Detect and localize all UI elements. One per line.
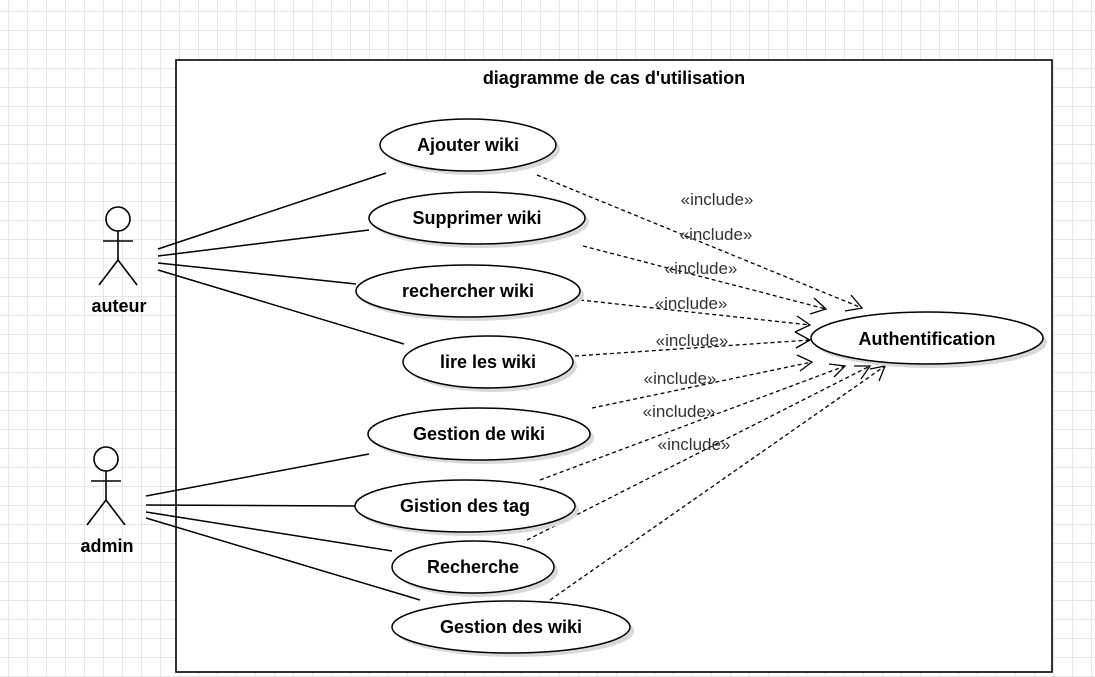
use-case-lire-les-wiki[interactable]: lire les wiki [402,335,577,392]
use-case-ellipse[interactable] [367,407,591,461]
use-case-ellipse[interactable] [391,600,631,654]
include-rechercher-wiki [579,299,811,326]
actor-head [105,206,131,232]
use-case-ellipse[interactable] [368,191,586,245]
actor-left-leg [98,259,119,286]
use-case-label: Authentification [859,329,996,349]
use-case-ellipse[interactable] [402,335,574,389]
use-case-gistion-des-tag[interactable]: Gistion des tag [354,479,579,536]
include-arrowhead [796,354,814,372]
include-gestion-de-wiki [591,361,813,409]
include-label: «include» [656,331,729,350]
include-arrowhead [794,331,812,349]
association-admin-gestion-de-wiki [145,453,370,497]
include-label: «include» [681,190,754,209]
use-case-label: rechercher wiki [402,281,534,301]
actor-label: admin [80,536,133,556]
actor-auteur[interactable]: auteur [91,206,147,316]
include-arrowhead [794,315,812,333]
actor-right-leg [117,259,138,286]
include-gistion-des-tag [539,365,846,481]
include-label: «include» [655,294,728,313]
association-admin-gestion-des-wiki [145,517,421,601]
include-gestion-des-wiki [549,365,886,601]
association-admin-gistion-des-tag [145,504,357,507]
use-case-label: lire les wiki [440,352,536,372]
actor-head [93,446,119,472]
use-case-label: Supprimer wiki [412,208,541,228]
include-labels: «include» «include» «include» «include» … [643,190,754,454]
use-case-label: Gestion des wiki [440,617,582,637]
include-arrowhead [828,363,847,378]
include-label: «include» [658,435,731,454]
actor-left-leg [86,499,107,526]
association-auteur-lire-les-wiki [157,269,405,345]
use-case-rechercher-wiki[interactable]: rechercher wiki [355,264,584,321]
use-case-ajouter-wiki[interactable]: Ajouter wiki [379,118,560,175]
use-case-label: Ajouter wiki [417,135,519,155]
include-label: «include» [644,369,717,388]
use-case-gestion-des-wiki[interactable]: Gestion des wiki [391,600,634,657]
use-case-supprimer-wiki[interactable]: Supprimer wiki [368,191,589,248]
use-case-ellipse[interactable] [354,479,576,533]
include-ajouter-wiki [536,174,863,309]
use-case-ellipse[interactable] [379,118,557,172]
associations [145,172,421,601]
include-label: «include» [680,225,753,244]
include-label: «include» [665,259,738,278]
actor-label: auteur [91,296,146,316]
include-lire-les-wiki [574,339,811,357]
include-recherche [526,365,871,541]
use-case-ellipse[interactable] [810,311,1044,365]
use-case-ellipse[interactable] [391,540,555,594]
use-case-recherche[interactable]: Recherche [391,540,558,597]
association-auteur-rechercher-wiki [157,262,357,285]
actor-right-leg [105,499,126,526]
include-arrowhead [844,294,864,312]
use-case-ellipse[interactable] [355,264,581,318]
association-auteur-supprimer-wiki [157,229,370,257]
use-case-gestion-de-wiki[interactable]: Gestion de wiki [367,407,594,464]
system-title: diagramme de cas d'utilisation [483,68,745,88]
include-arrowhead [869,365,887,382]
include-arrowhead [809,297,828,315]
actor-admin[interactable]: admin [80,446,134,556]
association-admin-recherche [145,511,393,552]
use-case-label: Gestion de wiki [413,424,545,444]
include-dependencies [526,174,887,601]
use-case-authentification[interactable]: Authentification [810,311,1047,368]
use-case-label: Recherche [427,557,519,577]
association-auteur-ajouter-wiki [157,172,387,250]
include-arrowhead [854,365,872,380]
include-label: «include» [643,402,716,421]
use-case-label: Gistion des tag [400,496,530,516]
